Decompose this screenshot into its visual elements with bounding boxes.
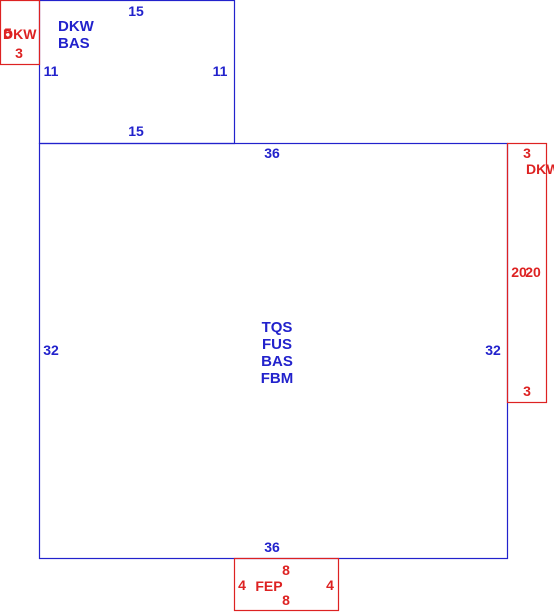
porch-right-dim: 4 (326, 577, 334, 593)
deck-right-right-dim: 20 (525, 264, 541, 280)
porch-left-dim: 4 (238, 577, 246, 593)
main-block-code-1: TQS (262, 319, 293, 336)
deck-right-top-dim: 3 (523, 145, 531, 161)
main-block-code-4: FBM (261, 370, 294, 387)
upper-block-code-2: BAS (58, 35, 90, 52)
deck-left-outline (0, 0, 41, 66)
upper-block-bottom-dim: 15 (128, 123, 144, 139)
porch-outline (233, 557, 340, 612)
main-block-bottom-dim: 36 (264, 539, 280, 555)
porch-code: FEP (255, 578, 282, 594)
deck-right-left-dim: 20 (511, 264, 527, 280)
upper-block-right-dim: 11 (213, 63, 228, 79)
deck-left-top-dim: 5 (4, 25, 12, 41)
porch-bottom-dim: 8 (282, 592, 290, 608)
deck-left-bottom-dim: 3 (15, 45, 23, 61)
main-block-top-dim: 36 (264, 145, 280, 161)
deck-right-code: DKW (526, 161, 554, 177)
main-block-right-dim: 32 (485, 342, 501, 358)
upper-block-code-1: DKW (58, 18, 95, 35)
porch-top-dim: 8 (282, 562, 290, 578)
upper-block-top-dim: 15 (128, 3, 144, 19)
deck-right-bottom-dim: 3 (523, 383, 531, 399)
main-block-left-dim: 32 (43, 342, 59, 358)
upper-block-left-dim: 11 (44, 63, 59, 79)
deck-left-code: DKW (3, 26, 37, 42)
main-block-code-3: BAS (261, 353, 293, 370)
deck-right-outline (506, 142, 548, 404)
main-block-code-2: FUS (262, 336, 292, 353)
